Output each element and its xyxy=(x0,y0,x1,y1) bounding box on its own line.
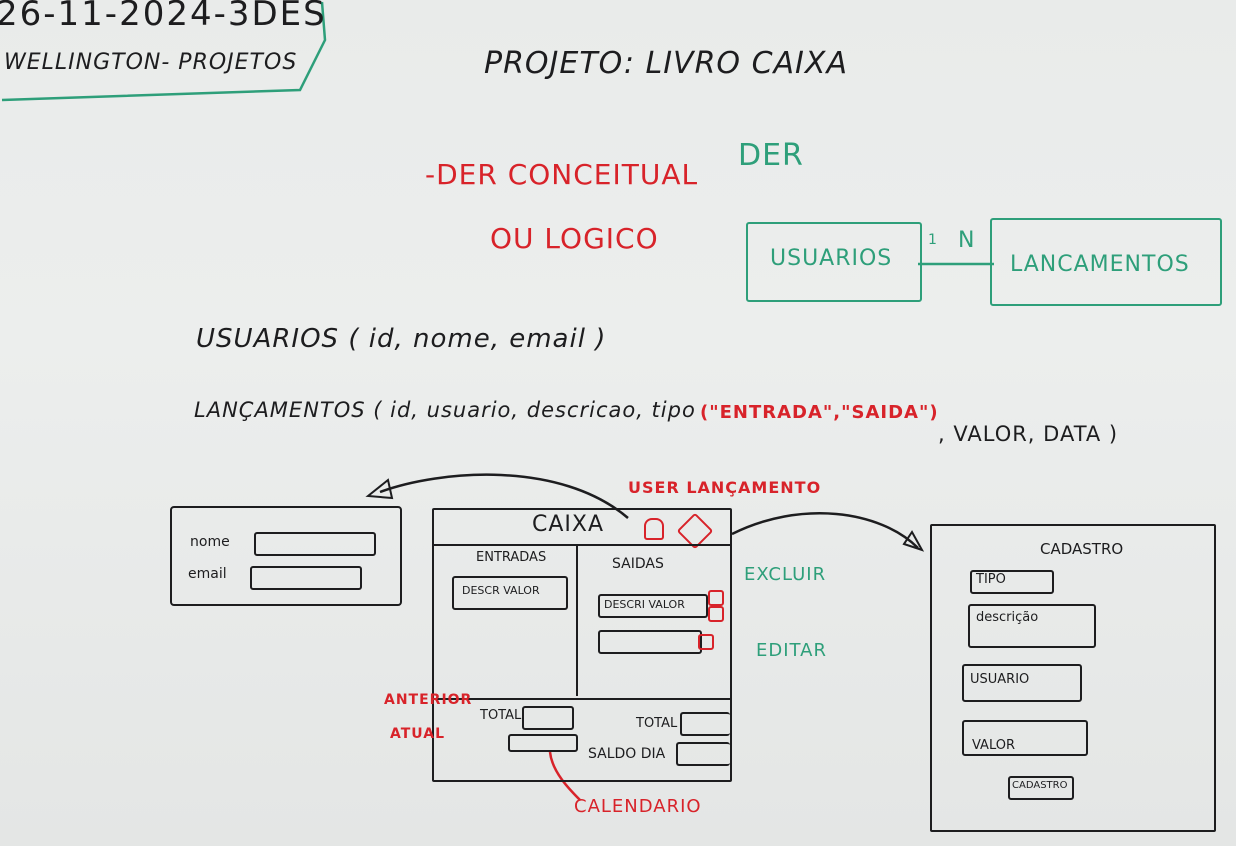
email-label: email xyxy=(188,566,227,582)
atual-note: ATUAL xyxy=(390,726,445,742)
nome-field[interactable] xyxy=(254,532,376,556)
relationship-line xyxy=(918,262,994,266)
tipo-label: TIPO xyxy=(976,572,1006,587)
total-left-field xyxy=(522,706,574,730)
project-title: PROJETO: LIVRO CAIXA xyxy=(484,46,848,81)
schema-tipo-enum: ("ENTRADA","SAIDA") xyxy=(700,402,939,423)
date-line: 26-11-2024-3DES xyxy=(0,0,327,34)
user-form-wireframe xyxy=(170,506,402,606)
entity-lancamentos-label: LANCAMENTOS xyxy=(1010,252,1190,277)
schema-lancamentos-prefix: LANÇAMENTOS ( id, usuario, descricao, ti… xyxy=(194,398,696,422)
total-right-field xyxy=(680,712,730,736)
user-icon[interactable] xyxy=(644,518,664,540)
valor-field[interactable] xyxy=(962,720,1088,756)
author-line: WELLINGTON- PROJETOS xyxy=(4,50,298,75)
calendario-note: CALENDARIO xyxy=(574,796,702,817)
schema-lancamentos-suffix: , VALOR, DATA ) xyxy=(938,422,1119,446)
entity-lancamentos-box xyxy=(990,218,1222,306)
delete-row-icon[interactable] xyxy=(708,590,724,606)
descricao-label: descrição xyxy=(976,610,1039,625)
tipo-select[interactable] xyxy=(970,570,1054,594)
der-title: DER xyxy=(738,138,804,173)
cardinality-one: 1 xyxy=(928,232,938,248)
caixa-title: CAIXA xyxy=(532,512,605,537)
saldo-dia-field xyxy=(676,742,730,766)
entradas-header: ENTRADAS xyxy=(476,550,547,565)
date-picker-field[interactable] xyxy=(508,734,578,752)
total-left-label: TOTAL xyxy=(480,708,522,723)
usuario-label: USUARIO xyxy=(970,672,1030,687)
caixa-screen-wireframe xyxy=(432,508,732,782)
user-lancamento-note: USER LANÇAMENTO xyxy=(628,478,822,497)
cadastro-title: CADASTRO xyxy=(1040,540,1124,558)
entity-usuarios-label: USUARIOS xyxy=(770,246,893,271)
saida-row[interactable] xyxy=(598,594,708,618)
saidas-header: SAIDAS xyxy=(612,556,664,572)
edit-row-icon[interactable] xyxy=(708,606,724,622)
saldo-dia-label: SALDO DIA xyxy=(588,746,666,762)
header-box-outline xyxy=(1,1,327,102)
email-field[interactable] xyxy=(250,566,362,590)
entrada-row-text: DESCR VALOR xyxy=(462,584,540,597)
entity-usuarios-box xyxy=(746,222,922,302)
delete-row-2-icon[interactable] xyxy=(698,634,714,650)
entrada-row[interactable] xyxy=(452,576,568,610)
cadastro-form-wireframe xyxy=(930,524,1216,832)
saida-row-text: DESCRI VALOR xyxy=(604,598,685,611)
nome-label: nome xyxy=(190,534,230,550)
der-logico-label: OU LOGICO xyxy=(490,222,659,255)
descricao-field[interactable] xyxy=(968,604,1096,648)
total-right-label: TOTAL xyxy=(636,716,678,731)
der-conceitual-label: -DER CONCEITUAL xyxy=(425,158,699,191)
editar-note: EDITAR xyxy=(756,640,827,661)
anterior-note: ANTERIOR xyxy=(384,692,473,708)
caixa-column-divider xyxy=(576,546,578,696)
usuario-select[interactable] xyxy=(962,664,1082,702)
caixa-header-divider xyxy=(432,544,730,546)
saida-row-2[interactable] xyxy=(598,630,702,654)
cardinality-many: N xyxy=(958,228,976,253)
cadastro-submit-button[interactable] xyxy=(1008,776,1074,800)
excluir-note: EXCLUIR xyxy=(744,564,827,585)
schema-usuarios: USUARIOS ( id, nome, email ) xyxy=(196,324,607,354)
caixa-footer-divider xyxy=(432,698,730,700)
valor-label: VALOR xyxy=(972,738,1015,753)
cadastro-submit-label: CADASTRO xyxy=(1012,780,1068,791)
